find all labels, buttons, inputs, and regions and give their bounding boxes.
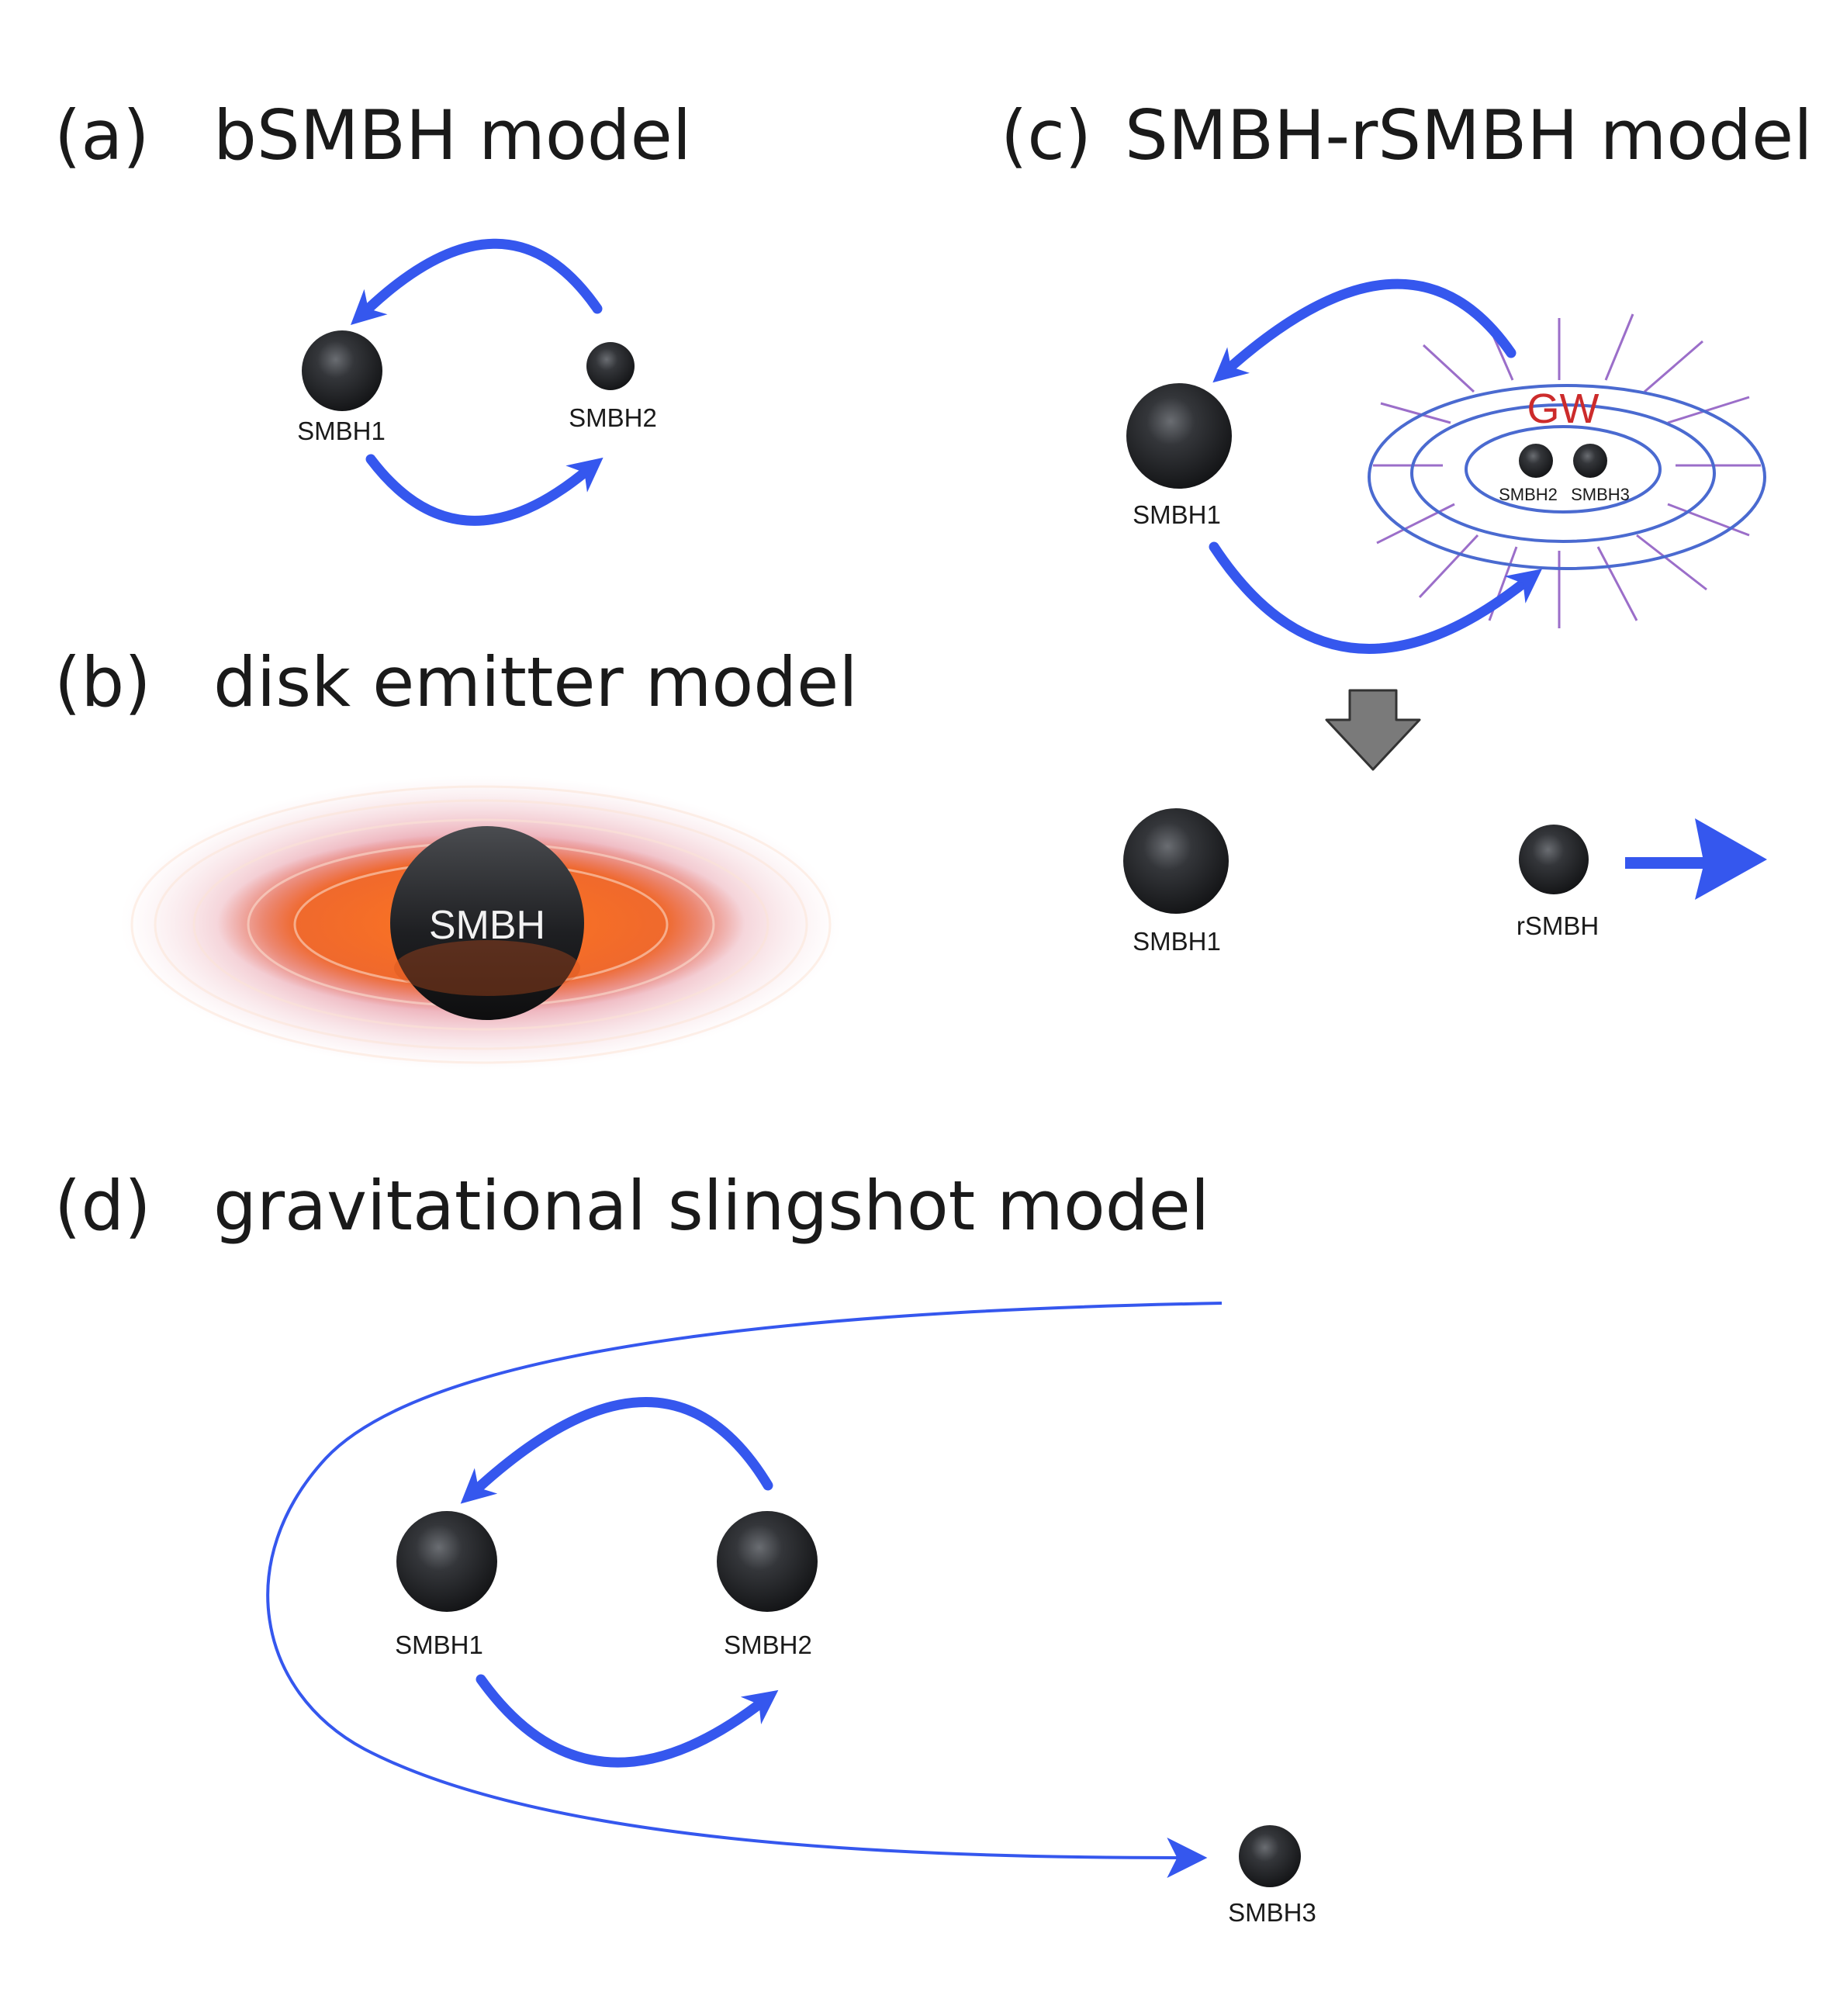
gw-wave-rays bbox=[1373, 313, 1761, 628]
label-smbh1-bottom: SMBH1 bbox=[1133, 927, 1221, 956]
orbit-arrow-top bbox=[350, 238, 603, 325]
black-hole-smbh1-after bbox=[1123, 808, 1229, 914]
black-hole-smbh2 bbox=[1519, 444, 1553, 478]
black-hole-rsmbh bbox=[1519, 825, 1589, 894]
label-gw: GW bbox=[1527, 386, 1600, 432]
black-hole-smbh3 bbox=[1573, 444, 1607, 478]
label-rsmbh: rSMBH bbox=[1517, 911, 1599, 940]
panel-c: (c) SMBH-rSMBH model GW bbox=[1001, 95, 1813, 956]
panel-d-title: gravitational slingshot model bbox=[213, 1166, 1209, 1246]
black-hole-smbh1 bbox=[1126, 383, 1232, 489]
panel-c-title: SMBH-rSMBH model bbox=[1125, 95, 1813, 175]
panel-a: (a) bSMBH model SMBH1 SMBH2 bbox=[54, 95, 691, 526]
panel-b-title: disk emitter model bbox=[213, 642, 858, 722]
label-smbh1: SMBH1 bbox=[297, 417, 386, 445]
black-hole-smbh1 bbox=[396, 1511, 497, 1612]
recoil-arrow bbox=[1625, 818, 1767, 900]
slingshot-trajectory-arrow bbox=[266, 1302, 1223, 1878]
label-smbh-disk: SMBH bbox=[429, 903, 545, 948]
panel-a-tag: (a) bbox=[54, 95, 150, 175]
black-hole-smbh2 bbox=[717, 1511, 818, 1612]
panel-d: (d) gravitational slingshot model SMBH1 … bbox=[54, 1166, 1316, 1927]
black-hole-smbh3 bbox=[1239, 1825, 1301, 1887]
label-smbh2: SMBH2 bbox=[1499, 485, 1558, 504]
gw-wave-rings bbox=[1368, 384, 1766, 570]
label-smbh3: SMBH3 bbox=[1571, 485, 1630, 504]
label-smbh1: SMBH1 bbox=[395, 1630, 483, 1659]
black-hole-smbh1 bbox=[302, 330, 382, 411]
panel-b-tag: (b) bbox=[54, 642, 151, 722]
panel-a-title: bSMBH model bbox=[213, 95, 691, 175]
black-hole-smbh2 bbox=[586, 342, 635, 390]
transition-down-arrow bbox=[1325, 689, 1421, 771]
label-smbh2: SMBH2 bbox=[569, 403, 657, 432]
panel-c-tag: (c) bbox=[1001, 95, 1091, 175]
orbit-arrow-bottom bbox=[365, 454, 604, 526]
orbit-arrow-top bbox=[460, 1397, 773, 1504]
panel-d-tag: (d) bbox=[54, 1166, 151, 1246]
black-hole-smbh bbox=[390, 826, 584, 1020]
panel-b: (b) disk emitter model SMBH bbox=[54, 642, 858, 1070]
label-smbh3: SMBH3 bbox=[1228, 1898, 1316, 1927]
orbit-arrow-bottom bbox=[1209, 541, 1543, 654]
orbit-arrow-bottom bbox=[476, 1674, 779, 1768]
disk-reflection bbox=[394, 940, 580, 996]
label-smbh1-top: SMBH1 bbox=[1133, 500, 1221, 529]
orbit-arrow-top bbox=[1212, 278, 1517, 383]
label-smbh2: SMBH2 bbox=[724, 1630, 812, 1659]
